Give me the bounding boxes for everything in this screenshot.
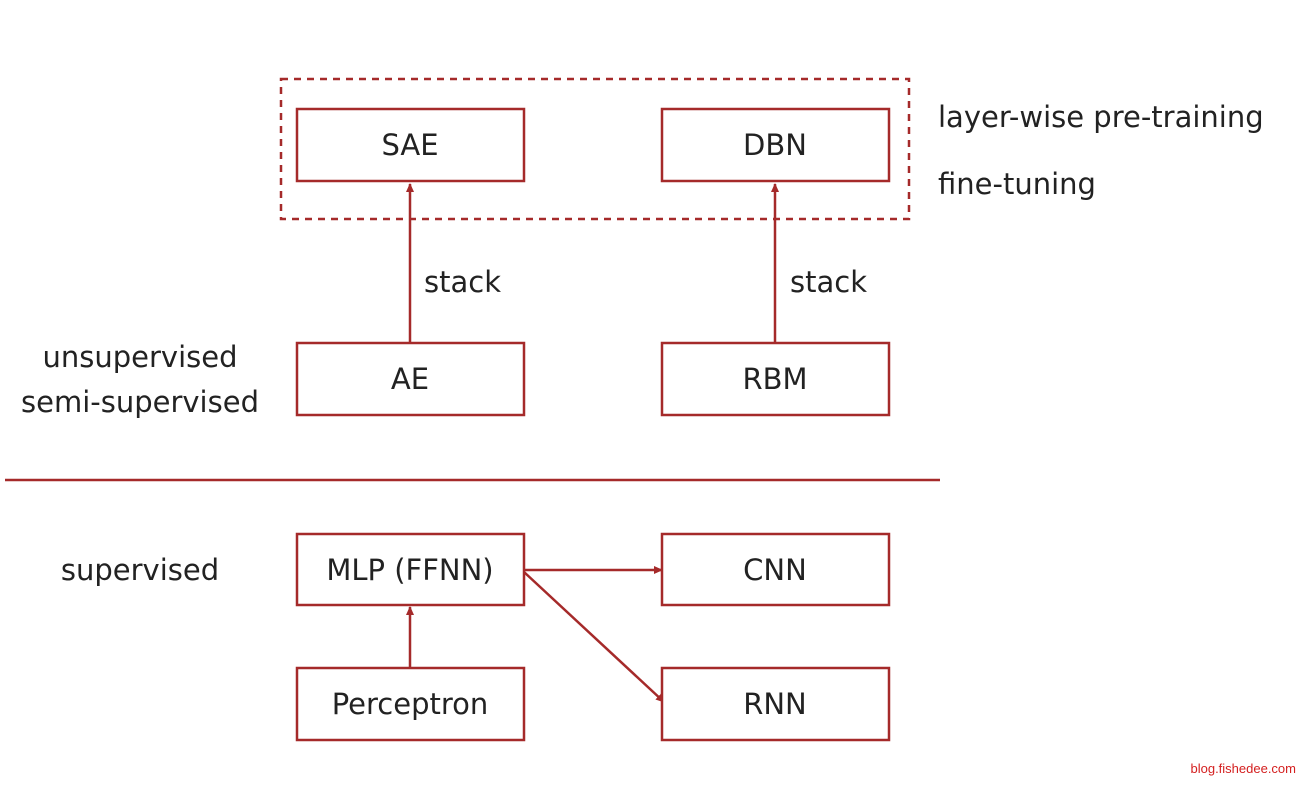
node-perceptron-label: Perceptron: [332, 687, 489, 721]
node-rbm-label: RBM: [742, 362, 807, 396]
node-sae-label: SAE: [381, 128, 438, 162]
node-perceptron: Perceptron: [295, 666, 526, 742]
node-mlp-label: MLP (FFNN): [326, 553, 493, 587]
node-ae-label: AE: [391, 362, 429, 396]
node-dbn-label: DBN: [743, 128, 807, 162]
pretraining-group-box: [279, 77, 911, 221]
node-rnn: RNN: [660, 666, 891, 742]
node-rnn-label: RNN: [743, 687, 807, 721]
node-sae: SAE: [295, 107, 526, 183]
pretraining-label: layer-wise pre-training: [938, 100, 1264, 134]
node-ae: AE: [295, 341, 526, 417]
edge-label-stack-right: stack: [790, 265, 867, 299]
node-cnn-label: CNN: [743, 553, 807, 587]
supervised-label: supervised: [61, 553, 219, 587]
unsupervised-label: unsupervised: [43, 340, 238, 374]
node-dbn: DBN: [660, 107, 891, 183]
edge-label-stack-left: stack: [424, 265, 501, 299]
watermark-text: blog.fishedee.com: [1190, 761, 1296, 776]
finetuning-label: fine-tuning: [938, 167, 1096, 201]
node-rbm: RBM: [660, 341, 891, 417]
edge-mlp-to-rnn: [523, 571, 665, 703]
semi-supervised-label: semi-supervised: [21, 385, 259, 419]
node-mlp: MLP (FFNN): [295, 532, 526, 607]
node-cnn: CNN: [660, 532, 891, 607]
